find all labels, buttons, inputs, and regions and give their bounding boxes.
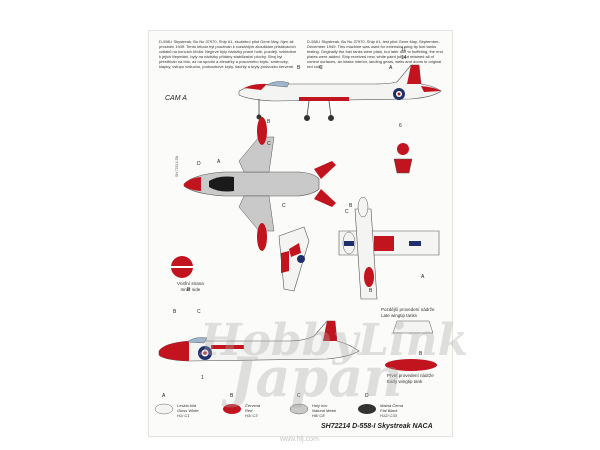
inner-side-cz: Vnitřní strana <box>177 281 204 286</box>
callout-b-5: B <box>187 287 191 293</box>
description-cz: D-558-I Skystreak, Bu No 37970, Ship #1,… <box>159 39 298 69</box>
legend-c-en: Natural Metal <box>312 408 336 413</box>
callout-b-4: B <box>369 288 373 294</box>
legend-d-en: Flat Black <box>380 408 398 413</box>
legend-b-code: H3/ C3 <box>245 413 258 418</box>
inner-side-en: Inner side <box>180 286 201 292</box>
camo-label: CAM A <box>165 95 187 102</box>
tail-detail <box>393 143 413 174</box>
callout-c-1: C <box>319 65 323 71</box>
callout-c-5: C <box>197 309 201 315</box>
callout-d-1: D <box>197 161 201 167</box>
legend-text-b: Červená Red H3/ C3 <box>245 403 260 418</box>
legend-letter-c: C <box>297 393 301 399</box>
watermark-sub: Japan <box>230 345 403 409</box>
decal-sheet: D-558-I Skystreak, Bu No 37970, Ship #1,… <box>148 30 453 437</box>
late-tank-label: Pozdější provedení nádrže Late wingtip t… <box>381 307 435 318</box>
legend-b-cz: Červená <box>245 403 261 408</box>
callout-b-2: B <box>267 119 271 125</box>
early-tank-label: První provedení nádrže Early wingtip tan… <box>387 373 434 384</box>
callout-b-1: B <box>297 65 301 71</box>
callout-n14: 14 <box>401 55 407 61</box>
callout-c-4: C <box>345 209 349 215</box>
watermark-main: HobbyLink <box>200 315 469 366</box>
callout-b-3: B <box>349 203 353 209</box>
legend-text-c: Holý kov Natural Metal H8/ C8 <box>312 403 336 418</box>
legend-d-code: H12/ C33 <box>380 413 397 418</box>
side-view-upper <box>238 64 442 121</box>
legend-b-en: Red <box>245 408 253 413</box>
inner-side-label: Vnitřní strana Inner side <box>177 281 204 292</box>
late-tank-cz: Pozdější provedení nádrže <box>381 307 435 312</box>
late-wingtip-tank <box>392 320 434 334</box>
callout-b-7: B <box>419 351 423 357</box>
callout-a-1: A <box>389 65 393 71</box>
sheet-title: SH72214 D-558-I Skystreak NACA <box>321 423 433 430</box>
callout-n11: 11 <box>401 47 407 53</box>
bottom-view <box>338 196 440 300</box>
side-view-lower <box>158 320 360 362</box>
callout-c-2: C <box>267 141 271 147</box>
wing-detail <box>278 226 310 292</box>
legend-letter-d: D <box>365 393 369 399</box>
late-tank-en: Late wingtip tanks <box>381 312 418 318</box>
legend-a-cz: Lesklá bílá <box>177 403 197 408</box>
callout-a-2: A <box>217 159 221 165</box>
early-tank-cz: První provedení nádrže <box>387 373 434 378</box>
legend-a-code: H1/ C1 <box>177 413 190 418</box>
legend-c-code: H8/ C8 <box>312 413 325 418</box>
legend-a-en: Gloss White <box>177 408 199 413</box>
top-view <box>183 117 336 251</box>
legend-d-cz: Matná Černá <box>380 403 404 408</box>
inner-side-tank <box>171 256 193 278</box>
callout-a-3: A <box>421 274 425 280</box>
callout-n1: 1 <box>201 375 204 381</box>
early-wingtip-tank <box>385 359 437 371</box>
legend-letter-b: B <box>230 393 234 399</box>
callout-n6: 6 <box>399 123 402 129</box>
watermark-url: www.hlj.com <box>280 436 319 443</box>
aircraft-drawings <box>154 64 442 415</box>
legend-c-cz: Holý kov <box>312 403 328 408</box>
callout-c-3: C <box>282 203 286 209</box>
legend-text-a: Lesklá bílá Gloss White H1/ C1 <box>177 403 199 418</box>
legend-letter-a: A <box>162 393 166 399</box>
description-en: D-558-I Skystreak, Bu No 37970, Ship #1,… <box>307 39 444 69</box>
early-tank-en: Early wingtip tank <box>387 378 423 384</box>
legend-text-d: Matná Černá Flat Black H12/ C33 <box>380 403 403 418</box>
legend-swatches <box>154 403 376 415</box>
callout-b-6: B <box>173 309 177 315</box>
